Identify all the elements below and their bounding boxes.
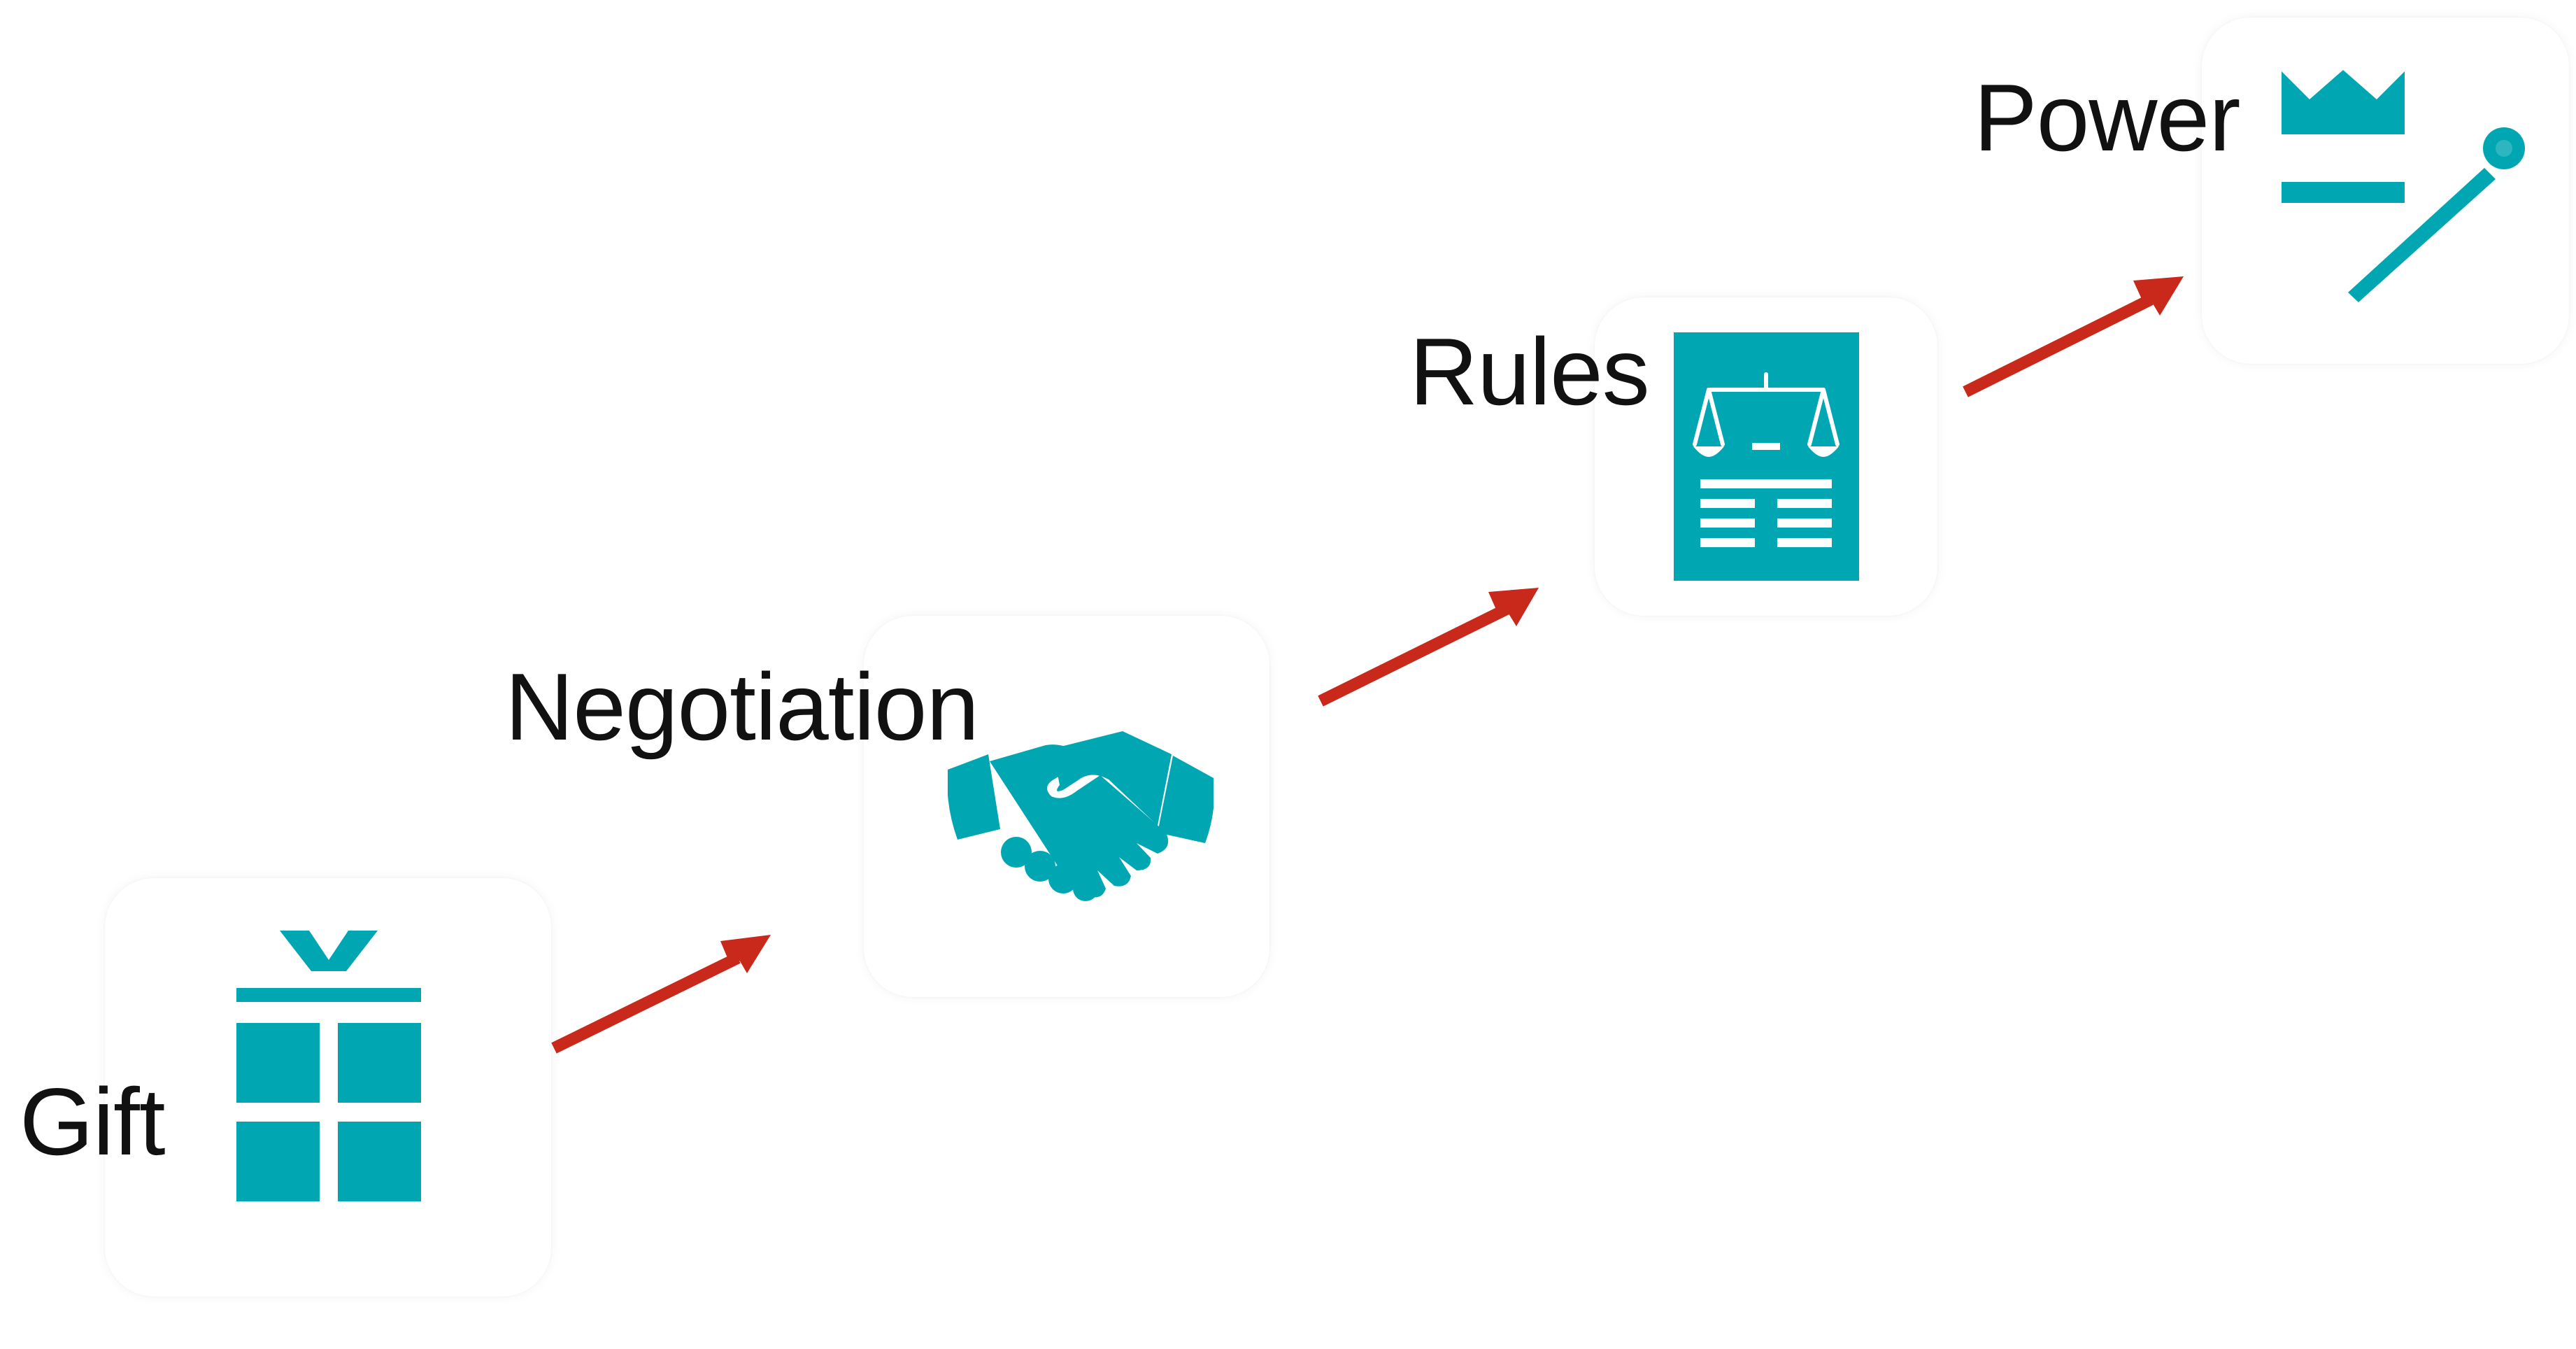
stage-label-negotiation: Negotiation [505,654,979,760]
crown-scepter-icon [2282,70,2525,302]
gift-icon [236,931,421,1201]
arrow-rules-to-power [1963,276,2184,397]
stage-label-gift: Gift [20,1068,166,1175]
gift-bubble [105,878,551,1297]
handshake-icon [948,731,1214,901]
stage-label-rules: Rules [1409,318,1650,425]
arrow-gift-to-negotiation [551,935,771,1054]
stage-label-power: Power [1974,64,2240,171]
arrow-negotiation-to-rules [1318,588,1539,707]
law-document-icon [1674,332,1859,581]
